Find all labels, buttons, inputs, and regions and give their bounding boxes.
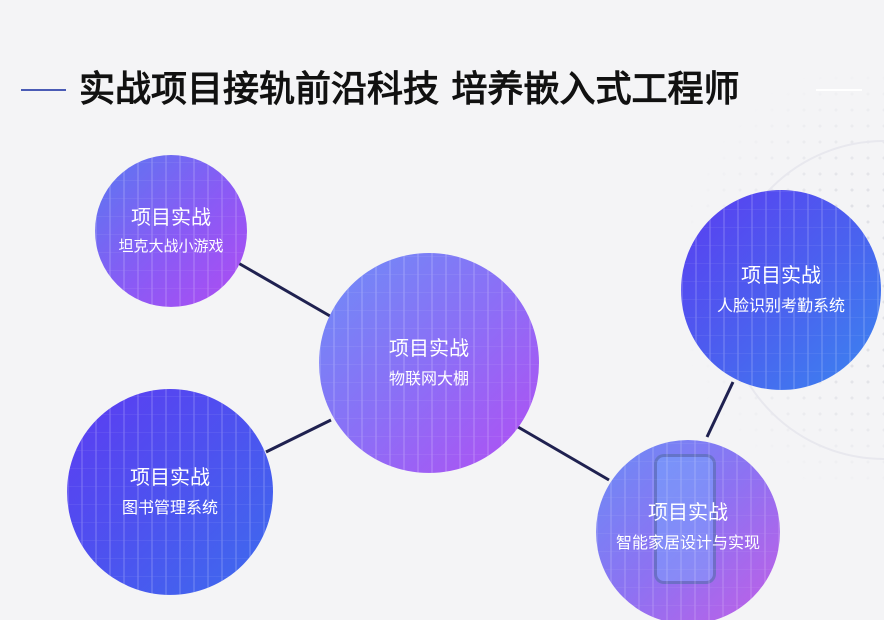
project-name: 坦克大战小游戏 xyxy=(118,237,224,255)
project-heading: 项目实战 xyxy=(741,263,821,287)
connector-tank-iot xyxy=(232,258,331,318)
project-image-overlay xyxy=(319,253,539,473)
project-name: 物联网大棚 xyxy=(388,369,469,388)
page-title: 实战项目接轨前沿科技 培养嵌入式工程师 xyxy=(79,69,740,110)
project-heading: 项目实战 xyxy=(131,205,211,229)
project-name: 图书管理系统 xyxy=(121,498,218,517)
project-heading: 项目实战 xyxy=(130,465,210,489)
project-name: 人脸识别考勤系统 xyxy=(716,296,845,315)
project-image-overlay xyxy=(95,155,247,307)
project-card-tank-game[interactable]: 项目实战 坦克大战小游戏 xyxy=(95,155,247,307)
connector-face-home xyxy=(705,381,735,438)
header: 实战项目接轨前沿科技 培养嵌入式工程师 xyxy=(0,62,884,118)
project-heading: 项目实战 xyxy=(389,336,469,360)
project-image-overlay xyxy=(67,389,273,595)
project-image-overlay xyxy=(596,440,780,620)
project-heading: 项目实战 xyxy=(648,500,728,524)
smartphone-image xyxy=(654,454,716,584)
title-accent-line-right xyxy=(816,89,862,91)
project-image-overlay xyxy=(681,190,881,390)
title-accent-line-left xyxy=(21,89,66,91)
connector-iot-home xyxy=(517,425,610,482)
project-name: 智能家居设计与实现 xyxy=(615,533,760,552)
project-card-face-recognition[interactable]: 项目实战 人脸识别考勤系统 xyxy=(681,190,881,390)
project-card-iot-greenhouse[interactable]: 项目实战 物联网大棚 xyxy=(319,253,539,473)
project-card-library-system[interactable]: 项目实战 图书管理系统 xyxy=(67,389,273,595)
project-card-smart-home[interactable]: 项目实战 智能家居设计与实现 xyxy=(596,440,780,620)
connector-library-iot xyxy=(265,418,332,454)
